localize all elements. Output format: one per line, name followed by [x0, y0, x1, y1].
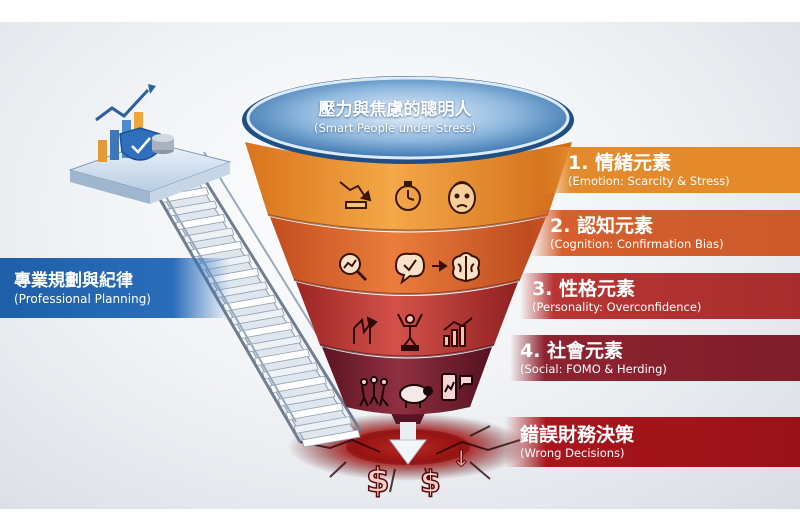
svg-text:↓: ↓	[452, 447, 470, 472]
level-2-title: 2. 認知元素	[550, 214, 654, 237]
stair-step	[293, 416, 353, 434]
level-1-title: 1. 情緒元素	[568, 151, 672, 174]
magnifier-chart-icon	[339, 253, 368, 282]
brain-icon	[451, 252, 481, 282]
outcome-title: 錯誤財務決策	[520, 423, 635, 446]
goal-platform	[68, 84, 232, 204]
funnel-subtitle-text: (Smart People under Stress)	[314, 121, 476, 135]
level-4-banner: 4. 社會元素 (Social: FOMO & Herding)	[510, 335, 800, 381]
outcome-subtitle: (Wrong Decisions)	[520, 445, 625, 460]
winner-figure-icon	[397, 313, 423, 351]
down-arrow-icon	[389, 422, 427, 465]
level-4-title: 4. 社會元素	[520, 339, 624, 362]
level-4-subtitle: (Social: FOMO & Herding)	[520, 361, 667, 376]
level-3-title: 3. 性格元素	[532, 277, 636, 300]
thought-check-icon	[394, 252, 426, 285]
arrows-up-icon	[353, 316, 378, 344]
crowd-icon	[359, 376, 389, 407]
dollar-icons: $ $ ↓	[365, 447, 471, 502]
outcome-banner: 錯誤財務決策 (Wrong Decisions)	[505, 417, 800, 467]
level-1-banner: 1. 情緒元素 (Emotion: Scarcity & Stress)	[540, 147, 800, 193]
coin-stack-icon	[152, 134, 174, 154]
diagram-panel: $ $ ↓	[0, 22, 800, 509]
funnel	[242, 76, 574, 424]
sheep-icon	[399, 384, 433, 408]
level-2-banner: 2. 認知元素 (Cognition: Confirmation Bias)	[530, 210, 800, 256]
rising-chart-icon	[443, 317, 473, 347]
level-3-subtitle: (Personality: Overconfidence)	[532, 299, 702, 314]
falling-money-icon	[339, 181, 372, 209]
level-3-banner: 3. 性格元素 (Personality: Overconfidence)	[520, 273, 800, 319]
svg-text:$: $	[366, 461, 390, 501]
funnel-title: 壓力與焦慮的聰明人 (Smart People under Stress)	[255, 100, 535, 136]
svg-text:$: $	[420, 465, 441, 500]
growth-bar-icon	[98, 140, 107, 162]
level-2-subtitle: (Cognition: Confirmation Bias)	[550, 236, 724, 251]
solution-title: 專業規劃與紀律	[14, 270, 133, 291]
stair-step	[301, 429, 361, 448]
stopwatch-icon	[395, 181, 421, 211]
funnel-title-text: 壓力與焦慮的聰明人	[318, 100, 472, 120]
phone-chat-icon	[441, 373, 473, 401]
level-1-subtitle: (Emotion: Scarcity & Stress)	[568, 173, 730, 188]
rising-arrow-icon	[95, 88, 150, 122]
solution-banner: 專業規劃與紀律 (Professional Planning)	[0, 258, 230, 318]
worried-face-icon	[448, 181, 476, 214]
solution-subtitle: (Professional Planning)	[14, 291, 151, 306]
